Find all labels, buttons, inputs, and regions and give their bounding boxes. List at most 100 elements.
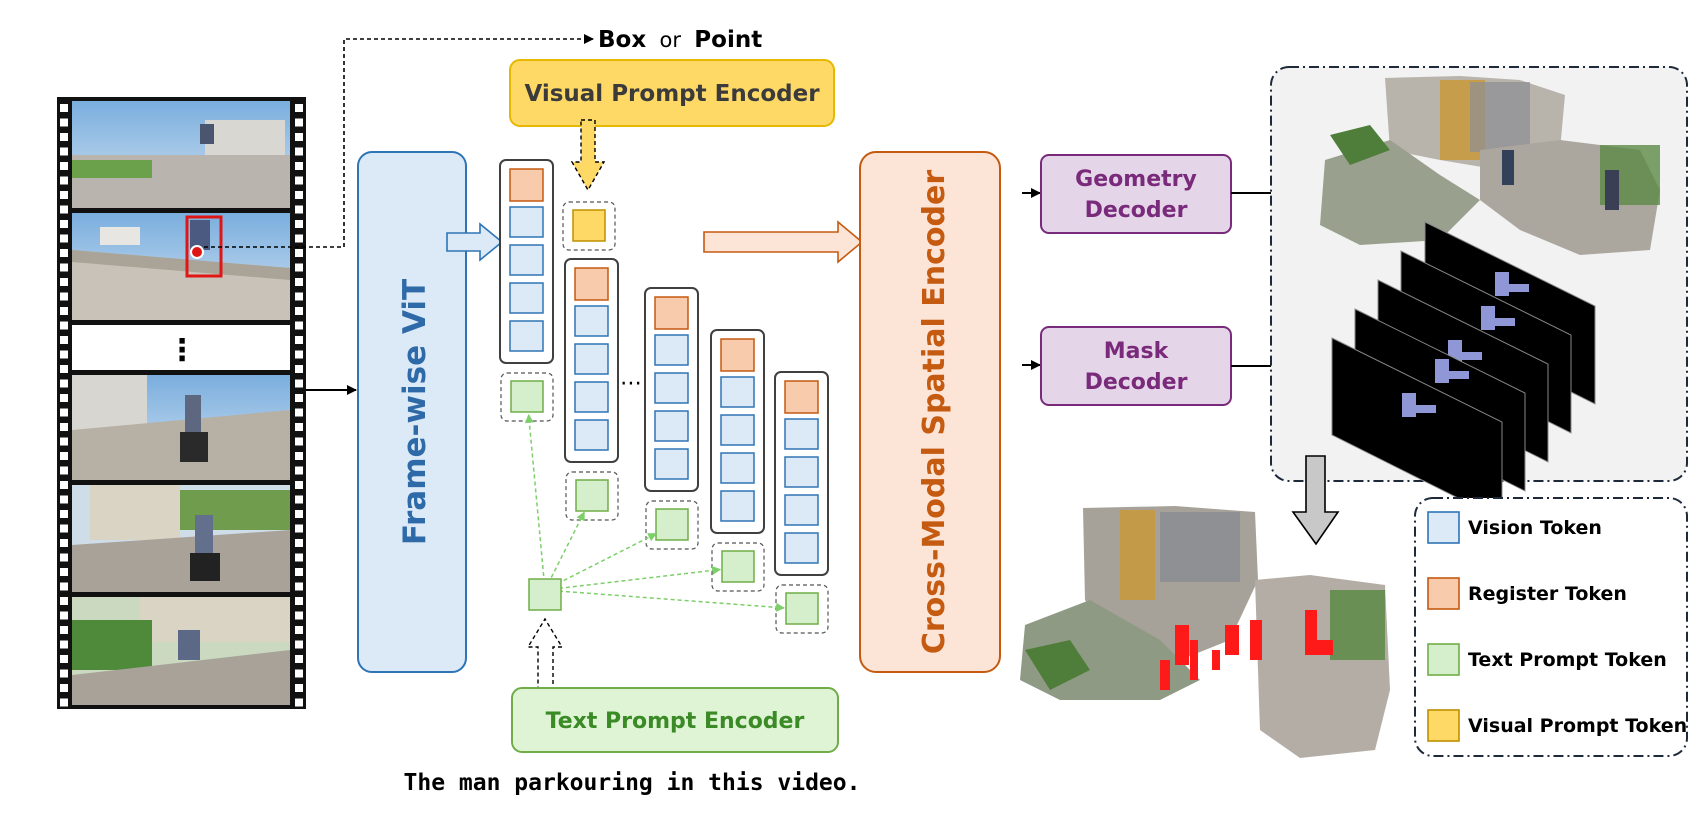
sprocket-hole	[295, 118, 303, 127]
sprocket-hole	[295, 336, 303, 344]
sprocket-hole	[60, 162, 68, 170]
sprocket-hole	[295, 394, 303, 402]
vision-token	[509, 244, 544, 276]
visual-token-slot-frame	[562, 201, 616, 251]
sprocket-hole	[295, 423, 303, 431]
legend-swatch	[1427, 577, 1460, 610]
geometry-decoder-block: Geometry Decoder	[1040, 154, 1232, 234]
sprocket-hole	[60, 626, 68, 634]
vision-token	[720, 490, 755, 522]
vision-token	[720, 414, 755, 446]
sprocket-hole	[60, 452, 68, 460]
sprocket-hole	[60, 669, 68, 678]
vision-token	[654, 372, 689, 404]
sprocket-hole	[295, 452, 303, 460]
sprocket-hole	[295, 220, 303, 228]
visual-prompt-encoder-block: Visual Prompt Encoder	[509, 59, 835, 127]
sprocket-hole	[60, 408, 68, 417]
mask-silhouette-arm	[1416, 405, 1436, 413]
legend-label: Vision Token	[1468, 517, 1602, 539]
sprocket-hole	[295, 191, 303, 199]
sprocket-hole	[60, 307, 68, 315]
vision-token	[654, 448, 689, 480]
mask-silhouette-arm	[1462, 352, 1482, 360]
sprocket-hole	[295, 379, 303, 388]
sprocket-hole	[60, 481, 68, 489]
vision-token	[784, 532, 819, 564]
legend-item: Text Prompt Token	[1427, 643, 1667, 676]
token-columns	[499, 159, 829, 634]
token-column-2	[564, 258, 619, 521]
point-prompt-marker	[190, 245, 204, 259]
sprocket-hole	[295, 684, 303, 692]
token-column-3	[644, 287, 699, 550]
token-column-5	[774, 371, 829, 634]
text-prompt-caption: The man parkouring in this video.	[404, 770, 861, 796]
frame-wise-vit-label: Frame-wise ViT	[397, 279, 433, 545]
text-token-arrow	[544, 589, 786, 612]
visual-prompt-token	[572, 209, 606, 242]
sprocket-hole	[60, 698, 68, 707]
geometry-decoder-label-line2: Decoder	[1085, 198, 1188, 223]
sprocket-hole	[295, 205, 303, 214]
segmented-point-cloud	[1020, 506, 1390, 758]
legend-swatch	[1427, 511, 1460, 544]
sprocket-hole	[60, 524, 68, 533]
prompt-point-word: Point	[694, 27, 762, 53]
mask-silhouette	[1495, 272, 1509, 296]
mask-silhouette	[1402, 393, 1416, 417]
sprocket-hole	[60, 365, 68, 373]
sprocket-hole	[295, 626, 303, 634]
visual-prompt-token-slot	[562, 201, 616, 251]
sprocket-hole	[60, 611, 68, 620]
sprocket-hole	[295, 321, 303, 330]
text-token-arrow	[544, 511, 585, 591]
video-frame-3	[72, 375, 290, 480]
text-prompt-encoder-label: Text Prompt Encoder	[546, 709, 805, 734]
prompt-label: Box or Point	[598, 27, 762, 53]
sprocket-hole	[60, 263, 68, 272]
sprocket-hole	[295, 307, 303, 315]
sprocket-hole	[295, 292, 303, 301]
sprocket-hole	[60, 394, 68, 402]
text-prompt-token	[575, 479, 609, 512]
register-token	[654, 296, 689, 330]
sprocket-hole	[295, 466, 303, 475]
sprocket-hole	[295, 104, 303, 112]
vision-token	[574, 305, 609, 337]
prompt-or-word: or	[659, 28, 681, 52]
legend-label: Text Prompt Token	[1468, 649, 1667, 671]
sprocket-hole	[295, 147, 303, 156]
text-prompt-token	[655, 508, 689, 541]
vision-token	[720, 452, 755, 484]
sprocket-hole	[295, 408, 303, 417]
text-token-slot	[565, 471, 619, 521]
arrow-vit-to-tokens	[446, 222, 504, 262]
sprocket-hole	[60, 133, 68, 141]
vision-token	[509, 206, 544, 238]
sprocket-hole	[295, 698, 303, 707]
sprocket-hole	[60, 437, 68, 446]
sprocket-hole	[60, 495, 68, 504]
sprocket-hole	[60, 234, 68, 243]
mask-decoder-label-line1: Mask	[1104, 339, 1170, 364]
sprocket-hole	[60, 292, 68, 301]
sprocket-hole	[60, 423, 68, 431]
sprocket-hole	[295, 162, 303, 170]
vision-token	[509, 282, 544, 314]
legend-item: Vision Token	[1427, 511, 1602, 544]
sprocket-hole	[60, 249, 68, 257]
sprocket-hole	[295, 597, 303, 605]
sprocket-hole	[295, 640, 303, 649]
sprocket-hole	[60, 582, 68, 591]
mask-silhouette	[1435, 359, 1449, 383]
vision-token	[784, 418, 819, 450]
output-panel	[1270, 66, 1688, 521]
register-token	[574, 267, 609, 301]
film-sprocket-holes	[60, 104, 303, 707]
output-down-arrow	[1291, 455, 1340, 546]
mask-decoder-label-line2: Decoder	[1085, 370, 1188, 395]
sprocket-hole	[295, 495, 303, 504]
